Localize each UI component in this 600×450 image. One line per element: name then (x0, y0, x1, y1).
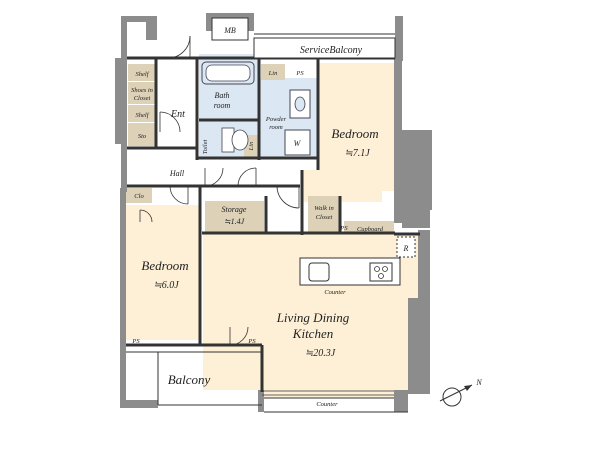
ps-bottom-mid-label: PS (247, 338, 256, 345)
walls (115, 13, 432, 412)
ldk-label-2: Kitchen (292, 326, 333, 341)
service-balcony-rail (253, 33, 396, 59)
bath-label-2: room (214, 101, 231, 110)
wic-label-2: Closet (316, 214, 333, 221)
lin-top-box (261, 64, 285, 80)
refrigerator-box (396, 236, 416, 258)
bedroom2-name: Bedroom (141, 258, 188, 273)
compass-icon (439, 384, 473, 407)
ldk-size: ≒20.3J (305, 348, 336, 359)
service-balcony-label: ServiceBalcony (300, 45, 363, 56)
shelf-top (128, 64, 156, 81)
washer-box (284, 129, 311, 156)
counter-bottom-marks (262, 390, 394, 396)
mb-label: MB (223, 26, 236, 35)
shelf-top-label: Shelf (136, 71, 150, 78)
bathtub-icon (201, 61, 255, 85)
refrigerator-label: R (403, 244, 409, 253)
powder-label-2: room (269, 124, 283, 131)
lin-label: Lin (268, 70, 278, 77)
counter-kitchen-label: Counter (324, 289, 346, 296)
balcony-outline (126, 351, 408, 413)
shoes-closet-label-2: Closet (134, 95, 151, 102)
storage-name: Storage (222, 205, 247, 214)
washer-label: W (294, 139, 302, 148)
ps-wic-label: PS (339, 225, 348, 232)
hall-label: Hall (169, 169, 185, 178)
cupboard-box (344, 221, 394, 234)
lin-side-label: Lin (248, 142, 255, 152)
north-label: N (475, 378, 482, 387)
clo-box (126, 188, 152, 203)
shelf-bottom-label: Shelf (136, 112, 150, 119)
shoes-closet-label-1: Shoes in (131, 87, 153, 94)
sto-label: Sto (138, 133, 147, 140)
powder-label-1: Powder (265, 116, 287, 123)
shelf-bottom (128, 105, 156, 122)
balcony-label: Balcony (168, 372, 211, 387)
ps-bottom-left-label: PS (131, 338, 140, 345)
sto-box (128, 123, 156, 146)
toilet-icon (221, 127, 249, 153)
mb-box (211, 17, 249, 41)
counter-bottom-label: Counter (316, 401, 338, 408)
ldk-label-1: Living Dining (276, 310, 350, 325)
bedroom2-size: ≒6.0J (153, 280, 179, 291)
wic-label-1: Walk in (314, 205, 333, 212)
bedroom2-floor (125, 205, 199, 340)
ldk-floor-lower (262, 330, 408, 398)
shoes-closet (128, 82, 156, 104)
bedroom1-name: Bedroom (331, 126, 378, 141)
bedroom1-floor (318, 63, 394, 191)
toilet-label: Toilet (202, 140, 209, 155)
wic-box (308, 196, 340, 232)
kitchen-island (299, 257, 401, 286)
storage-box (205, 201, 264, 233)
basin-icon (289, 89, 311, 119)
cupboard-label: Cupboard (357, 226, 384, 233)
ent-label: Ent (170, 109, 185, 120)
ps-top-label: PS (295, 70, 304, 77)
bedroom1-size: ≒7.1J (344, 148, 370, 159)
doors (139, 35, 300, 346)
bath-label-1: Bath (214, 91, 229, 100)
storage-size: ≒1.4J (224, 217, 245, 226)
clo-label: Clo (134, 193, 144, 200)
